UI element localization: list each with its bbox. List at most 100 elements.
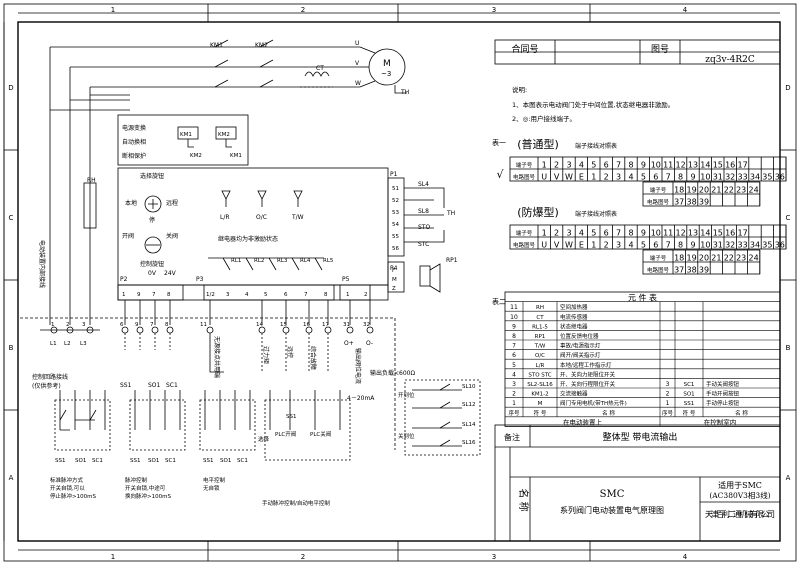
km2-interlock-label: KM2 <box>190 153 202 159</box>
ex-b-terminal-cell: 23 <box>736 254 746 263</box>
sl8-label: SL8 <box>418 208 429 215</box>
component-code-2: SO1 <box>683 392 694 398</box>
control-loop-line-1: 控制回路接线 <box>32 373 68 381</box>
local-label: 本地 <box>125 199 137 207</box>
sl16-label: SL16 <box>462 440 476 446</box>
component-name: 状态继电器 <box>560 322 588 330</box>
ex-terminal-cell: 8 <box>628 229 633 238</box>
std-terminal-cell: 10 <box>651 161 661 170</box>
std-terminal-cell: 11 <box>663 161 673 170</box>
power-board-line-1: 电源变换 <box>122 124 146 132</box>
ex-wire-cell: 34 <box>750 241 760 250</box>
plc-open-label: PLC开阀 <box>275 430 296 438</box>
notes-line-1: 1、本图表示电动阀门处于中间位置,状态继电器非激励。 <box>512 100 674 109</box>
p3-term-7: 7 <box>304 292 308 298</box>
std-b-wire-label: 电路图号 <box>647 198 670 206</box>
ct-label: CT <box>316 65 324 72</box>
std-wire-cell: 2 <box>604 173 609 182</box>
ex-b-wire-cell: 38 <box>687 266 697 275</box>
col-number-3: 3 <box>492 6 496 14</box>
relay-rl4-label: RL4 <box>300 258 311 264</box>
figure-label: 图号 <box>651 44 669 55</box>
std-terminal-cell: 5 <box>591 161 596 170</box>
term-31: 31 <box>343 322 350 328</box>
ex-terminal-cell: 5 <box>591 229 596 238</box>
component-seq: 8 <box>512 333 516 340</box>
p3-term-5: 5 <box>264 292 268 298</box>
ex-wire-cell: 4 <box>628 241 633 250</box>
load-note: 输出负载<600Ω <box>370 369 415 377</box>
ex-b-wire-cell: 37 <box>674 266 684 275</box>
relay-contacts <box>208 257 324 271</box>
std-wire-cell: 3 <box>616 173 621 182</box>
mode1-line-3: 停止脉冲>100mS <box>50 492 96 500</box>
std-terminal-cell: 6 <box>604 161 609 170</box>
component-name: 本地/远程工作指示灯 <box>560 361 612 369</box>
component-seq: 11 <box>510 304 518 311</box>
explosion-title: (防爆型) <box>517 205 559 219</box>
contract-label: 合同号 <box>511 43 538 55</box>
p1-term-56: 56 <box>392 246 399 252</box>
term-3: 3 <box>82 322 86 328</box>
l3-label: L3 <box>80 341 87 347</box>
std-b-wire-cell: 39 <box>699 198 709 207</box>
p1-term-55: 55 <box>392 234 399 240</box>
current-range: 4－20mA <box>347 395 375 402</box>
ex-terminal-cell: 13 <box>688 229 698 238</box>
col-number-2: 2 <box>301 6 305 14</box>
std-b-terminal-label: 端子号 <box>650 186 667 194</box>
power-board-line-3: 断相保护 <box>122 152 146 160</box>
ex-b-wire-cell: 39 <box>699 266 709 275</box>
ex-wire-cell: 7 <box>666 241 671 250</box>
plc-close-label: PLC关阀 <box>310 430 331 438</box>
row-letter-d: D <box>8 84 13 92</box>
col-number-1-bottom: 1 <box>111 553 115 561</box>
ex-wire-cell: 35 <box>762 241 772 250</box>
manufacturer-name: 天津百利二通机械有限公司 <box>705 509 775 519</box>
relay-rl5-label: RL5 <box>323 258 334 264</box>
term-15: 15 <box>280 322 287 328</box>
std-terminal-cell: 7 <box>616 161 621 170</box>
p4-term-z: Z <box>392 286 396 292</box>
phase-v-label: V <box>355 60 360 67</box>
remarks-label: 备注 <box>504 432 520 442</box>
notes: 说明: 1、本图表示电动阀门处于中间位置,状态继电器非激励。 2、◎:用户接线端… <box>512 85 674 123</box>
ex-b-terminal-cell: 19 <box>687 254 697 263</box>
col-number-4-bottom: 4 <box>683 553 688 561</box>
relay-rl1-label: RL1 <box>231 258 241 264</box>
component-code: L/R <box>536 363 545 369</box>
p5-term-1: 1 <box>346 292 350 298</box>
mode2-line-2: 开关自锁,中途可 <box>125 484 166 492</box>
std-wire-cell: E <box>579 173 584 182</box>
std-row-terminal-label: 端子号 <box>516 161 533 169</box>
sc1-label: SC1 <box>166 382 178 389</box>
power-board-line-2: 自动换相 <box>122 138 146 146</box>
term-14: 14 <box>256 322 263 328</box>
p3-label: P3 <box>196 276 204 283</box>
component-code: T/W <box>534 344 546 350</box>
mode1-line-2: 开关自锁,可以 <box>50 484 85 492</box>
ex-terminal-cell: 2 <box>554 229 559 238</box>
sl14-label: SL14 <box>462 422 476 428</box>
km1-label: KM1 <box>210 42 223 49</box>
ex-wire-cell: 10 <box>700 241 710 250</box>
p4-term-f: F <box>392 268 395 274</box>
applicable-to: 适用于SMC <box>718 480 762 490</box>
component-seq: 7 <box>512 343 516 350</box>
component-seq-2: 3 <box>666 381 670 388</box>
table2-title: 元 件 表 <box>628 293 657 303</box>
ex-terminal-cell: 15 <box>713 229 723 238</box>
std-wire-cell: 7 <box>666 173 671 182</box>
ex-wire-cell: W <box>565 241 573 250</box>
control-loop-diagrams <box>54 379 481 461</box>
component-seq: 9 <box>512 323 516 330</box>
select-label: 选择 <box>258 435 270 443</box>
p3-term-3: 3 <box>226 292 230 298</box>
mode3-line-1: 电平控制 <box>203 476 226 484</box>
inner-frame <box>17 21 781 542</box>
component-code: SL2-SL16 <box>527 382 553 388</box>
km1-coil-label: KM1 <box>180 132 192 138</box>
stc-label: STC <box>418 241 429 248</box>
ex-b-terminal-cell: 18 <box>674 254 684 263</box>
